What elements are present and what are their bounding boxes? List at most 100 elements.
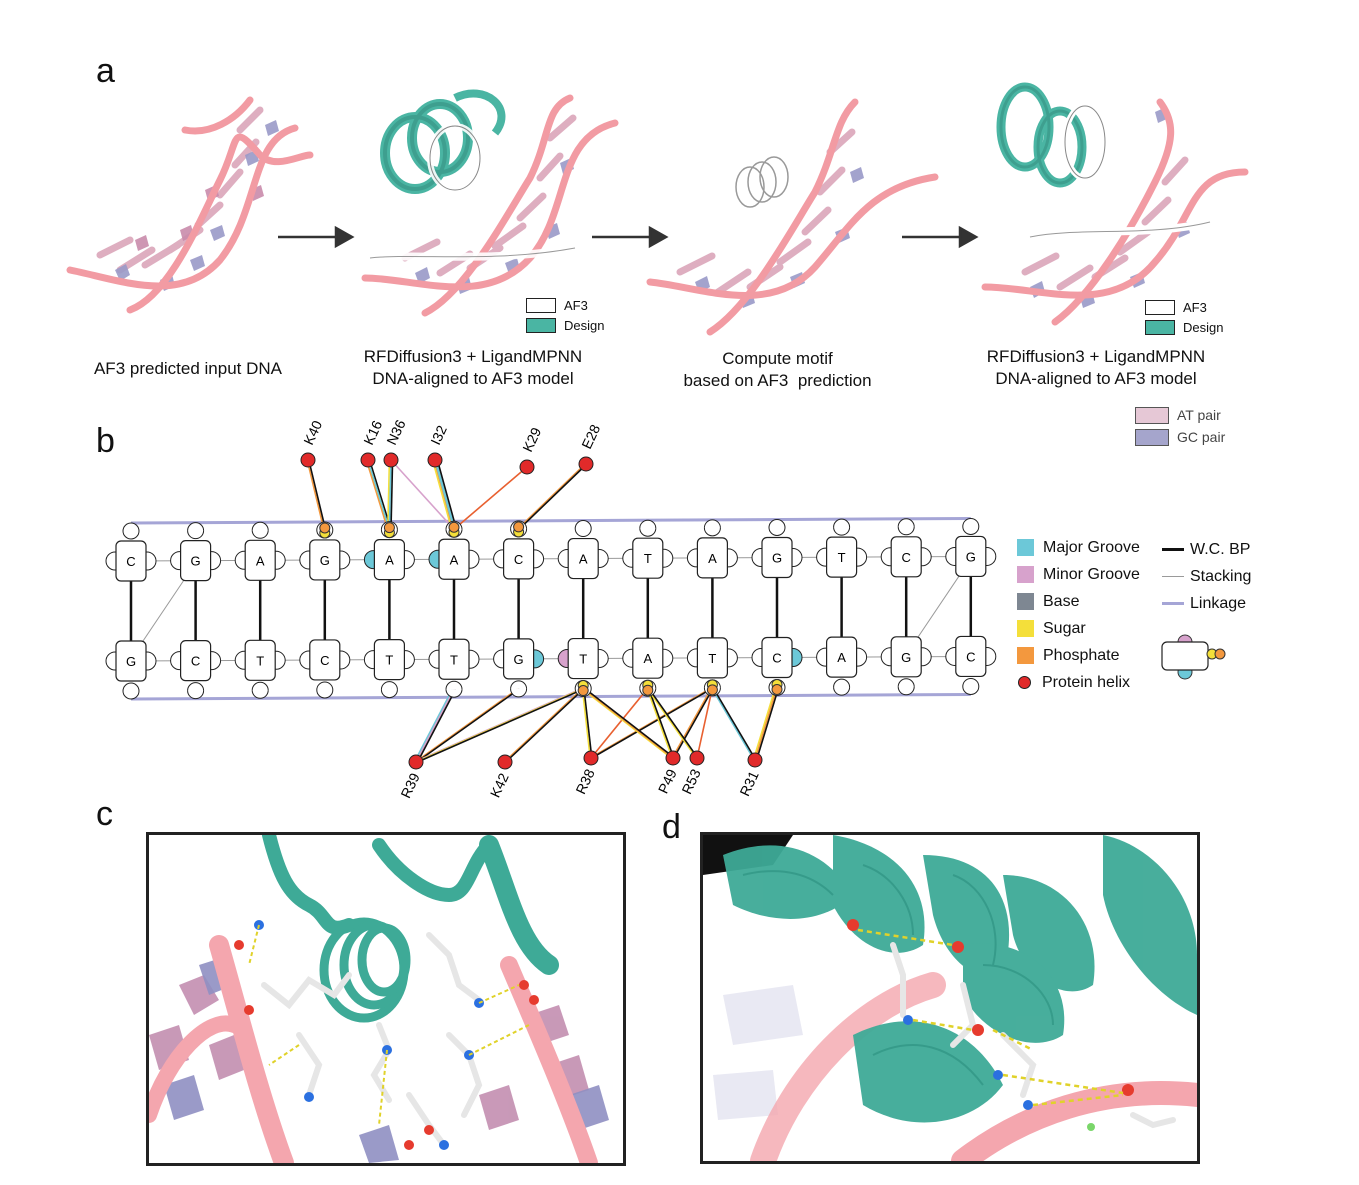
nucleotide-knob — [251, 521, 269, 531]
panel-label-c: c — [96, 795, 113, 833]
nucleotide-box — [567, 637, 599, 680]
nucleotide-knob — [251, 681, 269, 691]
nucleotide-box — [115, 540, 147, 582]
protein-residue-node — [300, 452, 316, 468]
stacking-diagonal — [142, 580, 185, 642]
nucleotide-letter: T — [838, 550, 846, 565]
nucleotide-knob — [768, 527, 786, 536]
contact-line — [589, 687, 713, 759]
nucleotide-knob — [187, 522, 205, 531]
nucleotide-knob — [833, 518, 851, 528]
contact-line — [581, 687, 672, 759]
contact-line — [365, 459, 389, 530]
nucleotide-letter: T — [385, 653, 393, 668]
residue-label: E28 — [578, 422, 603, 452]
nucleotide-knob — [962, 686, 980, 695]
nucleotide-box — [179, 640, 212, 682]
legend-af3-label: AF3 — [1183, 299, 1207, 315]
nucleotide-knob — [962, 526, 980, 535]
nucleotide-letter: G — [901, 650, 911, 665]
nucleotide-letter: C — [126, 554, 135, 569]
phosphate-contact — [706, 684, 718, 696]
nucleotide-knob — [122, 682, 140, 692]
contact-line — [367, 459, 391, 530]
legend-b-lines: W.C. BP Stacking Linkage — [1162, 536, 1251, 617]
nucleotide-letter: A — [837, 650, 846, 665]
nucleotide-letter: C — [514, 552, 523, 567]
contact-line — [583, 688, 593, 759]
nucleotide-knob — [510, 688, 528, 698]
nucleotide-box — [825, 536, 858, 578]
nucleotide-box — [696, 637, 729, 679]
residue-label: K29 — [519, 425, 544, 455]
dna-structure-input — [66, 96, 314, 314]
contact-line — [306, 459, 325, 531]
legend-base: Base — [1043, 592, 1080, 610]
panel-label-b: b — [96, 422, 115, 460]
contact-line — [417, 687, 586, 763]
residue-label: K42 — [487, 770, 512, 800]
nucleotide-letter: A — [579, 552, 588, 567]
contact-line — [390, 459, 394, 530]
residue-label: K16 — [360, 418, 385, 448]
contact-line — [673, 687, 714, 759]
phosphate-contact — [642, 684, 654, 696]
panel-c-closeup — [146, 832, 626, 1166]
protein-residue-node — [360, 452, 376, 468]
phosphate-contact — [771, 684, 783, 695]
nucleotide-box — [890, 536, 922, 578]
nucleotide-knob — [833, 687, 851, 696]
nucleotide-box — [761, 636, 793, 679]
contact-line — [415, 688, 455, 763]
contact-line — [647, 687, 699, 759]
panel-label-d: d — [662, 808, 681, 846]
legend-minor-groove: Minor Groove — [1043, 565, 1140, 583]
panel-d-closeup — [700, 832, 1200, 1164]
nucleotide-knob — [316, 689, 334, 699]
nucleotide-box — [503, 638, 535, 680]
caption-2: RFDiffusion3 + LigandMPNN DNA-aligned to… — [363, 347, 583, 388]
contact-line — [591, 687, 714, 759]
nucleotide-letter: A — [643, 651, 652, 666]
nucleotide-glyph-key — [1161, 634, 1226, 680]
nucleotide-knob — [639, 519, 657, 529]
contact-line — [754, 687, 778, 761]
design-structure-2 — [981, 82, 1249, 326]
residue-label: I32 — [427, 423, 450, 448]
contact-line — [436, 459, 458, 530]
legend-design-label: Design — [1183, 319, 1224, 335]
nucleotide-letter: G — [191, 554, 201, 569]
nucleotide-knob — [897, 526, 915, 536]
contact-line — [431, 459, 453, 530]
nucleotide-box — [761, 536, 793, 579]
nucleotide-knob — [251, 690, 269, 699]
protein-residue-node — [408, 754, 424, 770]
nucleotide-box — [955, 635, 987, 678]
nucleotide-box — [438, 538, 470, 580]
design-structure-1 — [361, 89, 619, 317]
nucleotide-knob — [703, 527, 721, 537]
nucleotide-letter: T — [708, 651, 716, 666]
contact-line — [390, 459, 455, 530]
nucleotide-letter: A — [450, 552, 459, 567]
nucleotide-box — [567, 537, 599, 580]
panel-label-a: a — [96, 52, 115, 90]
contact-line — [584, 687, 676, 759]
nucleotide-letter: G — [320, 553, 330, 568]
nucleotide-box — [244, 539, 276, 581]
residue-label: R39 — [397, 770, 422, 800]
nucleotide-letter: A — [708, 551, 717, 566]
legend-linkage: Linkage — [1190, 594, 1247, 612]
protein-residue-node — [578, 456, 594, 472]
nucleotide-letter: T — [450, 652, 458, 667]
nucleotide-letter: T — [644, 551, 652, 566]
nucleotide-knob — [445, 680, 463, 690]
nucleotide-box — [373, 639, 405, 681]
nucleotide-knob — [703, 519, 721, 528]
nucleotide-knob — [316, 681, 334, 690]
phosphate-contact — [383, 522, 395, 534]
legend-sugar: Sugar — [1043, 619, 1086, 637]
nucleotide-letter: C — [902, 550, 911, 565]
legend-design-label: Design — [564, 317, 605, 333]
